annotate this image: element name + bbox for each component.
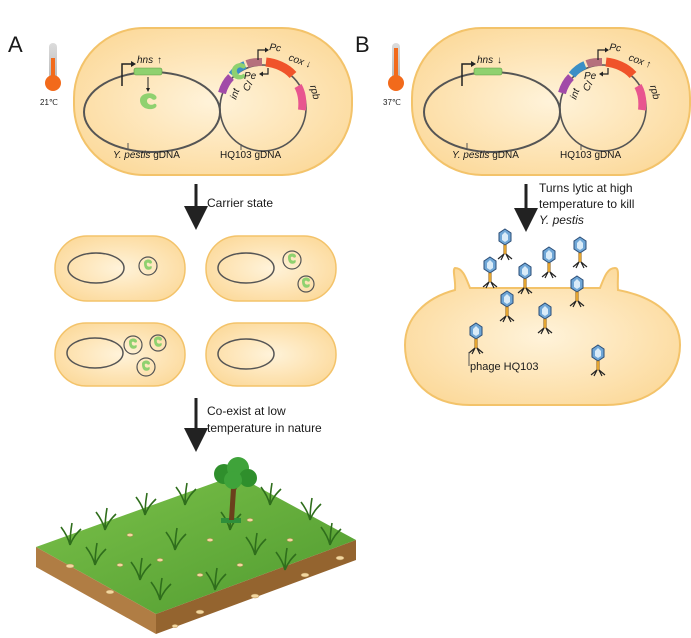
rpb-gene xyxy=(294,84,307,111)
gene-pe-label: Pe xyxy=(244,71,257,82)
cox-gene xyxy=(265,57,297,79)
thermometer-icon xyxy=(388,43,404,91)
int-gene xyxy=(558,74,574,95)
hns-label: hns xyxy=(477,55,493,66)
panel-a-letter: A xyxy=(8,32,23,57)
gene-cox-label: cox ↑ xyxy=(627,52,653,70)
gene-pc-label: Pc xyxy=(269,42,282,55)
rpb-gene xyxy=(634,84,647,111)
thermometer-icon xyxy=(45,43,61,91)
lysing-cell xyxy=(403,266,682,406)
pe-gene xyxy=(245,58,263,68)
phage-genome-label: HQ103 gDNA xyxy=(220,150,281,161)
gene-cox-label: cox ↓ xyxy=(287,52,313,70)
ci-gene xyxy=(568,61,587,78)
step-lytic-line1: Turns lytic at high xyxy=(539,181,633,195)
temperature-label: 37℃ xyxy=(383,98,401,107)
step-lytic-line2: temperature to kill xyxy=(539,197,634,211)
temperature-label: 21℃ xyxy=(40,98,58,107)
tree-icon xyxy=(214,457,257,523)
grassland-illustration xyxy=(36,457,356,634)
promoter-arrow xyxy=(121,63,132,86)
phage-label: phage HQ103 xyxy=(470,361,539,373)
gene-rpb-label: rpb xyxy=(647,84,661,101)
cox-gene xyxy=(605,57,637,79)
ci-protein-icon xyxy=(231,63,246,80)
panel-a: A 21℃ hns ↑ Y. pestis gDNA HQ103 gDNA xyxy=(8,27,356,634)
hns-protein-icon xyxy=(140,93,157,110)
promoter-arrow xyxy=(461,63,472,86)
hns-label: hns xyxy=(137,55,153,66)
step-coexist-line1: Co-exist at low xyxy=(207,404,286,418)
gene-pe-label: Pe xyxy=(584,71,597,82)
hns-gene xyxy=(133,67,163,76)
step-carrier-state: Carrier state xyxy=(207,196,273,210)
panel-b: B 37℃ hns ↓ Y. pestis gDNA HQ103 gDNA Pc… xyxy=(355,27,691,406)
carrier-cell-3 xyxy=(54,322,186,387)
step-coexist-line2: temperature in nature xyxy=(207,421,322,435)
carrier-cell-1 xyxy=(54,235,186,302)
hns-arrow: ↑ xyxy=(157,55,162,66)
pe-gene xyxy=(585,58,603,68)
host-genome-label: Y. pestis gDNA xyxy=(113,150,180,161)
gene-pc-label: Pc xyxy=(609,42,622,55)
hns-gene xyxy=(473,67,503,76)
phage-genome-label: HQ103 gDNA xyxy=(560,150,621,161)
carrier-cell-2 xyxy=(205,235,337,302)
hns-arrow: ↓ xyxy=(497,55,502,66)
host-genome-label: Y. pestis gDNA xyxy=(452,150,519,161)
gene-rpb-label: rpb xyxy=(307,84,321,101)
carrier-cell-4 xyxy=(205,322,337,387)
step-lytic-line3: Y. pestis xyxy=(539,213,584,227)
panel-b-letter: B xyxy=(355,32,370,57)
int-gene xyxy=(218,74,234,95)
